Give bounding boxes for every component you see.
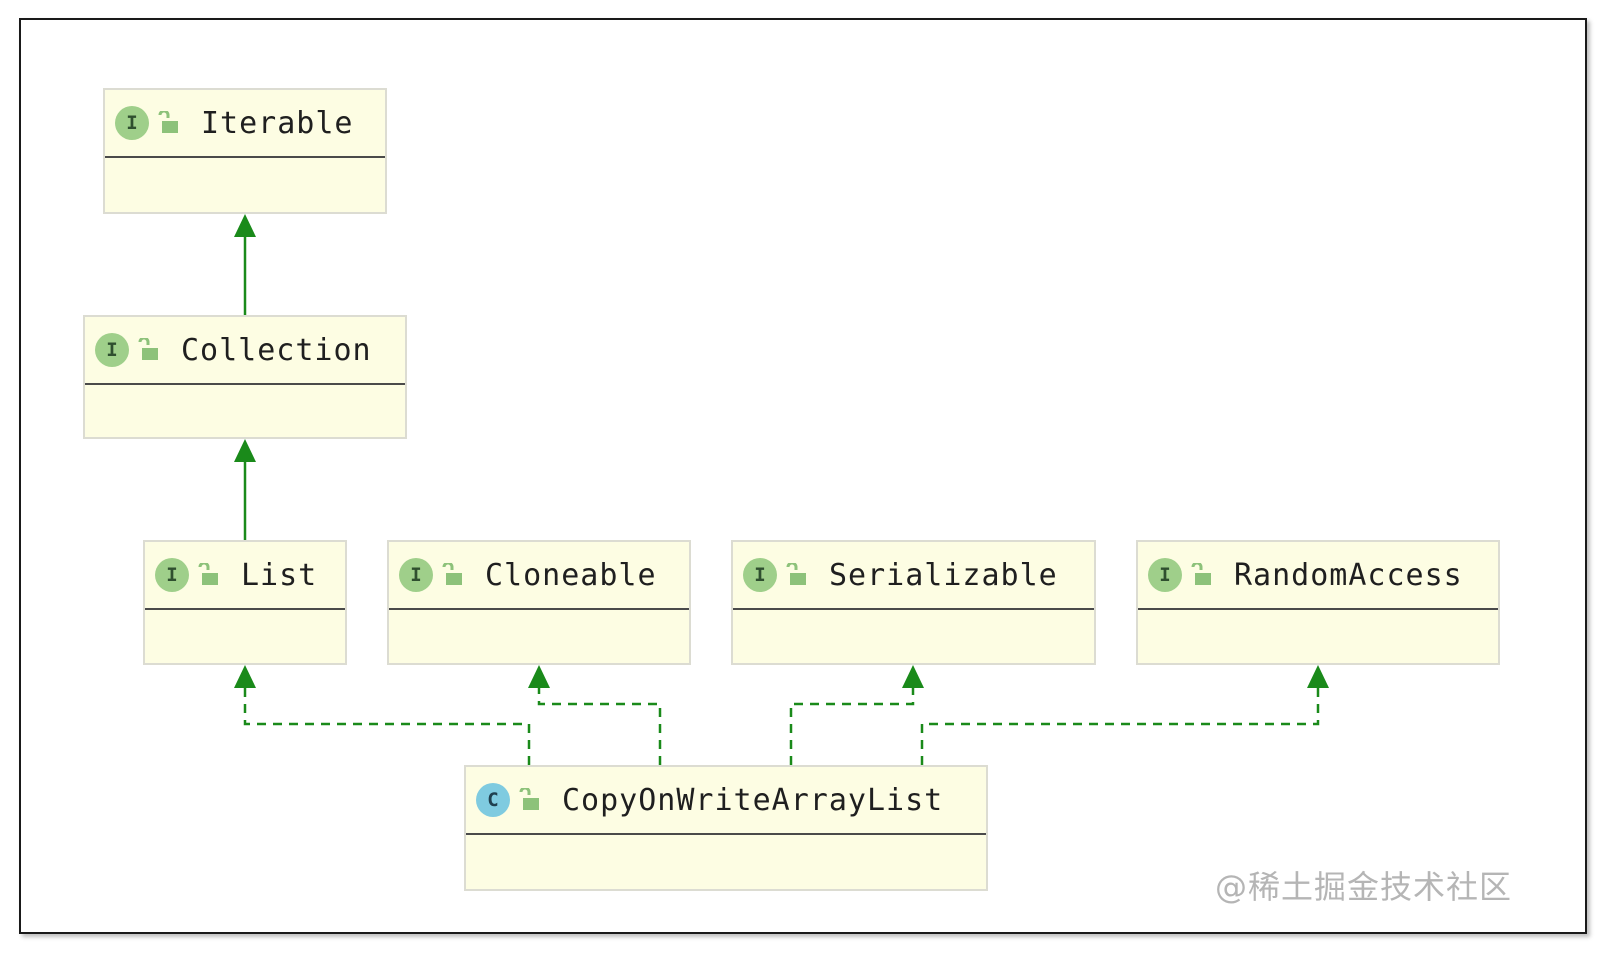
node-serializable-header: I Serializable [733,542,1094,610]
unlock-icon [138,338,158,360]
node-randomaccess-header: I RandomAccess [1138,542,1498,610]
node-iterable-name: Iterable [201,105,354,141]
edge-cowal-to-cloneable [537,688,662,765]
node-collection-header: I Collection [85,317,405,385]
node-iterable-header: I Iterable [105,90,385,158]
arrowhead-randomaccess [1307,665,1329,688]
unlock-icon [519,788,539,810]
node-list-header: I List [145,542,345,610]
unlock-icon [158,111,178,133]
unlock-icon [442,563,462,585]
unlock-icon [786,563,806,585]
interface-icon: I [115,106,149,140]
edge-cowal-to-randomaccess [920,688,1320,765]
arrowhead-list [234,665,256,688]
unlock-icon [198,563,218,585]
node-cloneable-name: Cloneable [485,557,657,593]
arrowhead-collection [234,439,256,462]
node-iterable[interactable]: I Iterable [103,88,387,214]
node-collection-name: Collection [181,332,372,368]
edge-cowal-to-list [243,688,531,765]
node-copyonwritearraylist-header: C CopyOnWriteArrayList [466,767,986,835]
node-copyonwritearraylist[interactable]: C CopyOnWriteArrayList [464,765,988,891]
node-serializable-name: Serializable [829,557,1058,593]
interface-icon: I [95,333,129,367]
interface-icon: I [155,558,189,592]
node-randomaccess-name: RandomAccess [1234,557,1463,593]
node-copyonwritearraylist-name: CopyOnWriteArrayList [562,782,944,818]
node-cloneable-header: I Cloneable [389,542,689,610]
class-icon: C [476,783,510,817]
edge-cowal-to-serializable [789,688,915,765]
node-list[interactable]: I List [143,540,347,665]
node-randomaccess[interactable]: I RandomAccess [1136,540,1500,665]
node-serializable[interactable]: I Serializable [731,540,1096,665]
interface-icon: I [1148,558,1182,592]
node-cloneable[interactable]: I Cloneable [387,540,691,665]
arrowhead-cloneable [528,665,550,688]
node-collection[interactable]: I Collection [83,315,407,439]
arrowhead-serializable [902,665,924,688]
interface-icon: I [399,558,433,592]
interface-icon: I [743,558,777,592]
unlock-icon [1191,563,1211,585]
arrowhead-iterable [234,214,256,237]
watermark: @稀土掘金技术社区 [1214,868,1512,906]
node-list-name: List [241,557,318,593]
